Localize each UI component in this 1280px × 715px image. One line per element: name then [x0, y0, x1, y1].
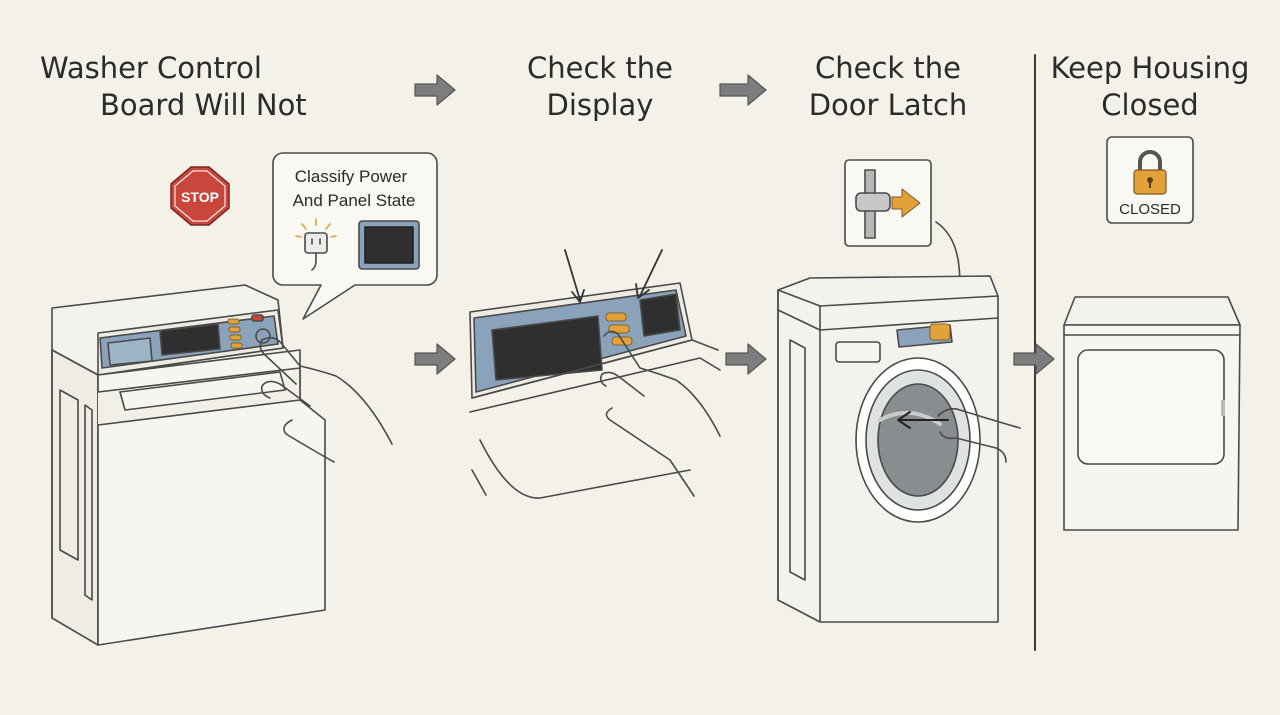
control-panel-closeup: [469, 249, 721, 499]
arrow-right-icon: [414, 343, 456, 375]
arrow-right-icon: [719, 74, 767, 106]
step1-title-line1: Washer Control: [40, 51, 262, 85]
lock-badge-label: CLOSED: [1119, 201, 1181, 218]
step1-title: Washer Control Board Will Not: [40, 50, 320, 124]
stop-sign-icon: STOP: [170, 166, 230, 226]
callout-bubble: Classify Power And Panel State: [272, 152, 438, 320]
flow-arrows-middle: [414, 343, 1055, 375]
arrow-right-icon: [725, 343, 767, 375]
front-load-washer-illustration: [777, 275, 1021, 623]
callout-text-line2: And Panel State: [293, 191, 416, 210]
step2-title: Check the Display: [500, 50, 700, 124]
callout-text-line1: Classify Power: [295, 167, 408, 186]
step2-title-line2: Display: [546, 88, 654, 122]
step1-title-line2: Board Will Not: [100, 88, 307, 122]
arrow-right-icon: [1013, 343, 1055, 375]
lock-badge: CLOSED: [1106, 136, 1194, 224]
step3-title-line2: Door Latch: [808, 88, 968, 122]
arrow-right-icon: [414, 74, 456, 106]
dark-screen-icon: [364, 226, 414, 264]
door-latch-inset: [844, 159, 965, 309]
power-plug-icon: [295, 218, 337, 271]
top-load-washer-illustration: [51, 284, 393, 646]
flow-arrows-top: [414, 74, 767, 106]
step4-title-line2: Closed: [1101, 88, 1199, 122]
stop-sign-label: STOP: [181, 189, 219, 205]
closed-appliance-illustration: [1063, 296, 1241, 531]
step2-title-line1: Check the: [526, 51, 674, 85]
step4-title-line1: Keep Housing: [1050, 51, 1250, 85]
step3-title-line1: Check the: [814, 51, 962, 85]
step4-title: Keep Housing Closed: [1045, 50, 1255, 124]
step3-title: Check the Door Latch: [778, 50, 998, 124]
